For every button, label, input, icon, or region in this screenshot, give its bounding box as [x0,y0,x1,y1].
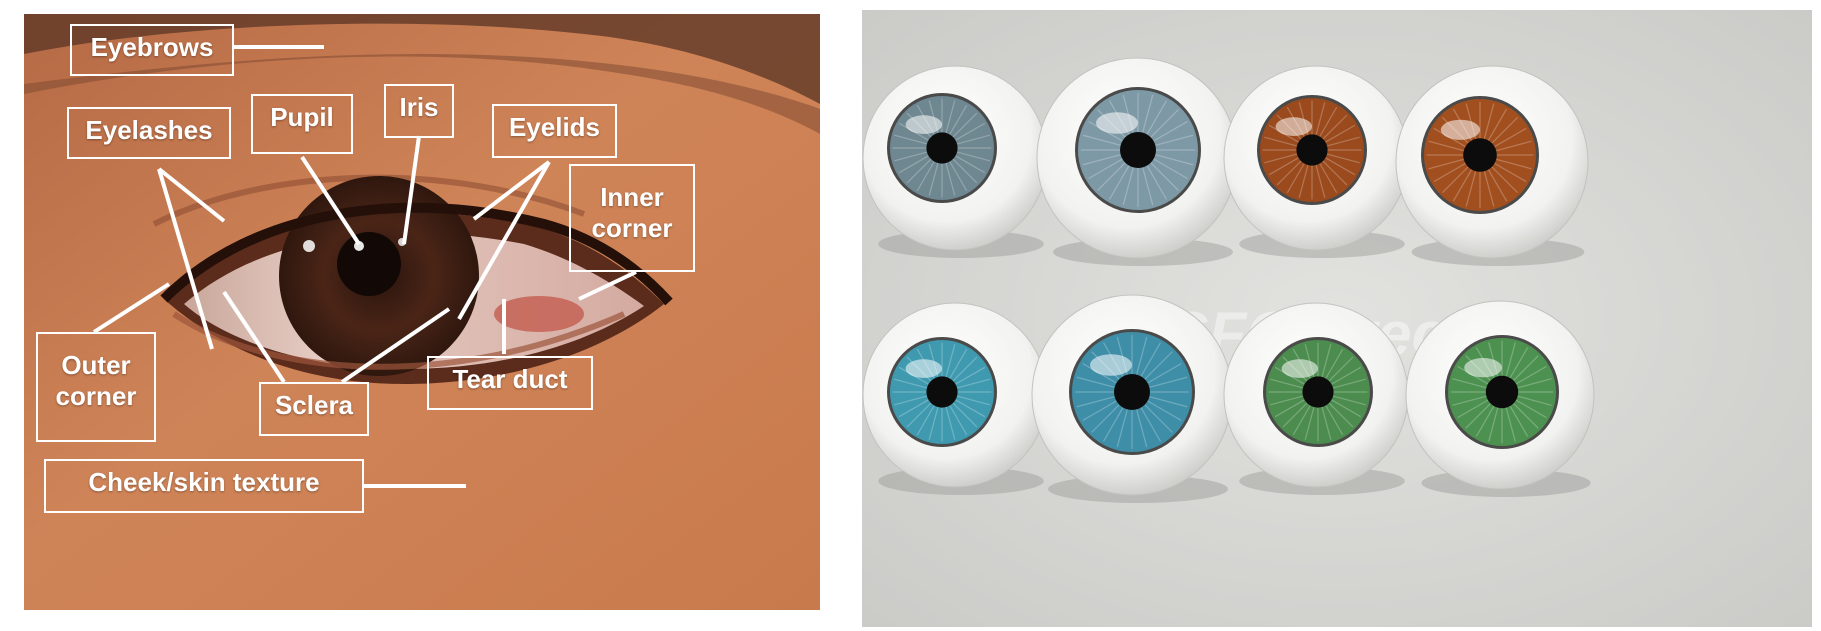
eyeballs-photo: SFCDirect [862,10,1812,627]
eyeball-pupil [1114,374,1150,410]
annotated-eye-photo: Eyebrows Eyelashes Pupil Iris Eyelids In… [24,14,820,610]
label-eyebrows: Eyebrows [70,24,234,76]
label-eyelids: Eyelids [492,104,617,158]
eyeball-pupil [926,132,957,163]
eyeballs-illustration: SFCDirect [862,10,1812,627]
label-eyelashes: Eyelashes [67,107,231,159]
label-sclera: Sclera [259,382,369,436]
label-pupil: Pupil [251,94,353,154]
eyeball-pupil [1463,138,1497,172]
eyeball-pupil [1120,132,1156,168]
label-outer-corner: Outer corner [36,332,156,442]
label-cheek-skin-texture: Cheek/skin texture [44,459,364,513]
label-tear-duct: Tear duct [427,356,593,410]
pupil-shape [337,232,401,296]
eyeball-pupil [1296,134,1327,165]
eyeball-pupil [1486,376,1518,408]
label-inner-corner: Inner corner [569,164,695,272]
label-iris: Iris [384,84,454,138]
eyeball-pupil [1302,376,1333,407]
eyeball-pupil [926,376,957,407]
